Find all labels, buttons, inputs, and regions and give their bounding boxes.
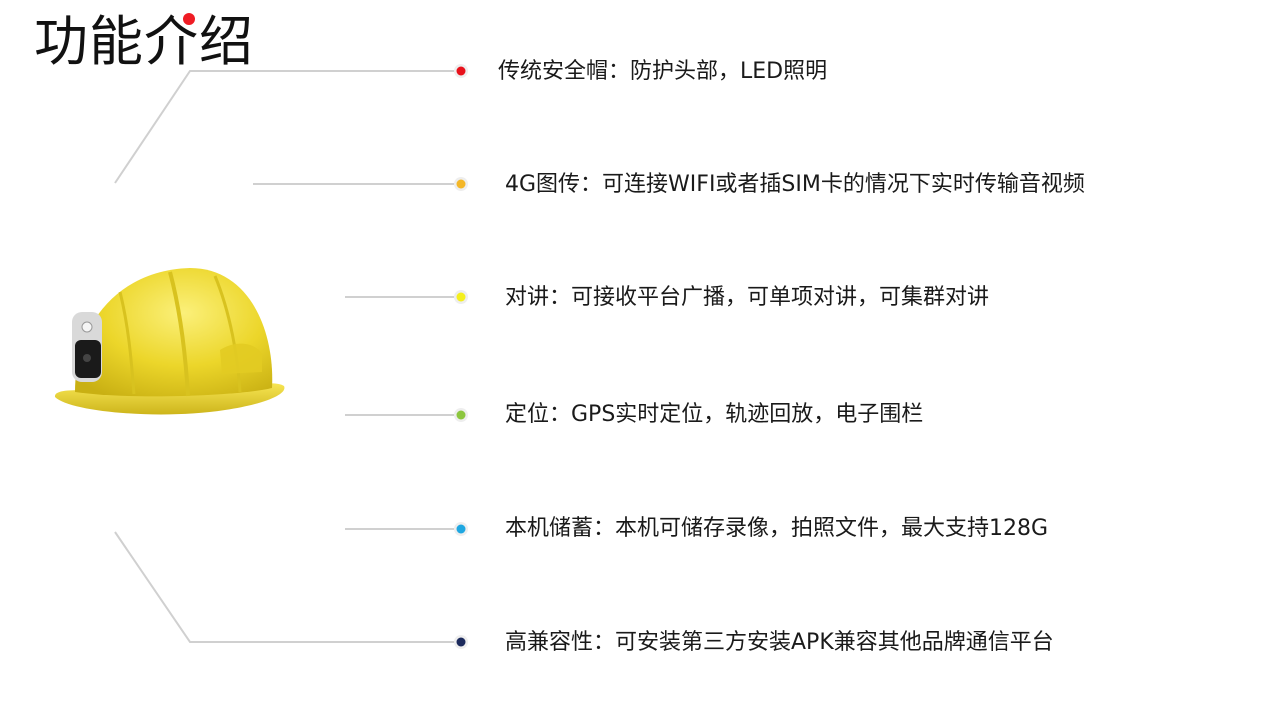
feature-item-compatibility: 高兼容性：可安装第三方安装APK兼容其他品牌通信平台	[505, 630, 1054, 655]
feature-dot	[456, 179, 466, 189]
page-title: 功能介绍	[34, 10, 254, 73]
safety-helmet-image	[54, 268, 285, 415]
title-accent-dot	[183, 13, 195, 25]
connector-line-1	[114, 70, 458, 184]
feature-dot	[456, 524, 466, 534]
feature-dot	[456, 410, 466, 420]
feature-dot	[456, 292, 466, 302]
feature-dot	[456, 66, 466, 76]
feature-item-storage: 本机储蓄：本机可储存录像，拍照文件，最大支持128G	[505, 516, 1049, 541]
feature-dot	[456, 637, 466, 647]
feature-item-4g-video: 4G图传：可连接WIFI或者插SIM卡的情况下实时传输音视频	[505, 172, 1085, 197]
connector-line-6	[114, 531, 458, 643]
feature-item-positioning: 定位：GPS实时定位，轨迹回放，电子围栏	[505, 402, 924, 427]
feature-item-intercom: 对讲：可接收平台广播，可单项对讲，可集群对讲	[505, 285, 990, 310]
feature-item-helmet: 传统安全帽：防护头部，LED照明	[498, 59, 828, 84]
